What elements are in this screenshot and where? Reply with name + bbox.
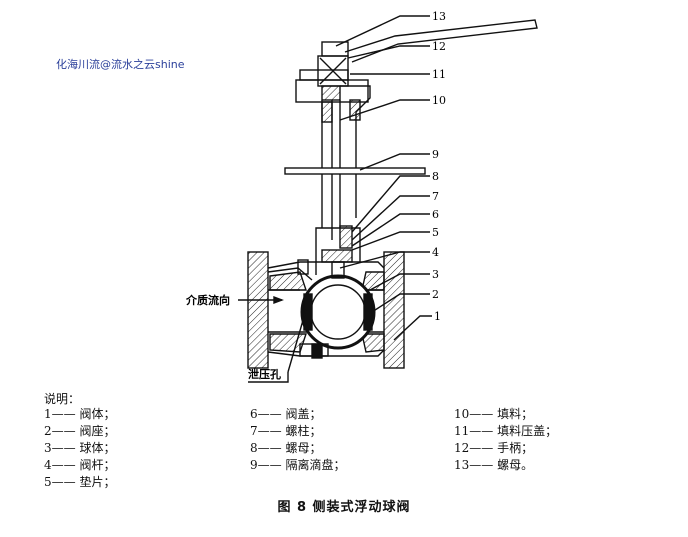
bonnet-neck: [340, 85, 371, 218]
callout-9: 9: [432, 148, 439, 161]
ball: [300, 274, 376, 350]
legend-item: 5—— 垫片；: [44, 475, 116, 489]
legend-heading: 说明：: [44, 392, 81, 406]
flange-right: [383, 251, 405, 369]
legend-item: 9—— 隔离滴盘；: [250, 458, 346, 472]
legend-item: 8—— 螺母；: [250, 441, 322, 455]
callout-12: 12: [432, 40, 446, 53]
callout-numbers: 13 12 11 10 9 8 7 6 5 4 3 2 1: [432, 10, 446, 323]
handle: [344, 19, 538, 63]
callout-10: 10: [432, 94, 446, 107]
flow-direction-label: 介质流向: [185, 293, 230, 307]
legend-column-3: 10—— 填料； 11—— 填料压盖； 12—— 手柄； 13—— 螺母。: [454, 406, 557, 474]
callout-3: 3: [432, 268, 439, 281]
watermark: 化海川流@流水之云shine: [56, 58, 185, 71]
seat-left: [303, 293, 313, 331]
valve-drawing: 13 12 11 10 9 8 7 6 5 4 3 2 1 介质流向 泄压孔: [185, 10, 538, 383]
callout-8: 8: [432, 170, 439, 183]
callout-4: 4: [432, 246, 439, 259]
legend-item: 7—— 螺柱；: [250, 424, 322, 438]
packing: [321, 101, 333, 123]
flange-left: [247, 251, 269, 369]
legend-item: 11—— 填料压盖；: [454, 424, 558, 438]
figure-caption: 图 8 侧装式浮动球阀: [277, 500, 411, 515]
callout-11: 11: [432, 68, 446, 81]
callout-13: 13: [432, 10, 446, 23]
callout-6: 6: [432, 208, 439, 221]
legend-item: 12—— 手柄；: [454, 441, 534, 455]
drip-plate: [284, 167, 426, 175]
relief-hole-label: 泄压孔: [248, 367, 281, 381]
callout-5: 5: [432, 226, 439, 239]
legend-item: 2—— 阀座；: [44, 424, 116, 438]
legend-column-2: 6—— 阀盖； 7—— 螺柱； 8—— 螺母； 9—— 隔离滴盘；: [250, 406, 345, 474]
top-nut: [321, 41, 349, 57]
legend-item: 1—— 阀体；: [44, 407, 116, 421]
callout-1: 1: [434, 310, 441, 323]
seat-right: [363, 293, 373, 331]
legend-item: 4—— 阀杆；: [44, 458, 116, 472]
legend-item: 3—— 球体；: [44, 441, 116, 455]
legend-item: 13—— 螺母。: [454, 458, 534, 472]
legend-item: 6—— 阀盖；: [250, 407, 322, 421]
callout-7: 7: [432, 190, 439, 203]
legend-column-1: 1—— 阀体； 2—— 阀座； 3—— 球体； 4—— 阀杆； 5—— 垫片；: [44, 406, 115, 491]
legend-item: 10—— 填料；: [454, 407, 534, 421]
callout-2: 2: [432, 288, 439, 301]
